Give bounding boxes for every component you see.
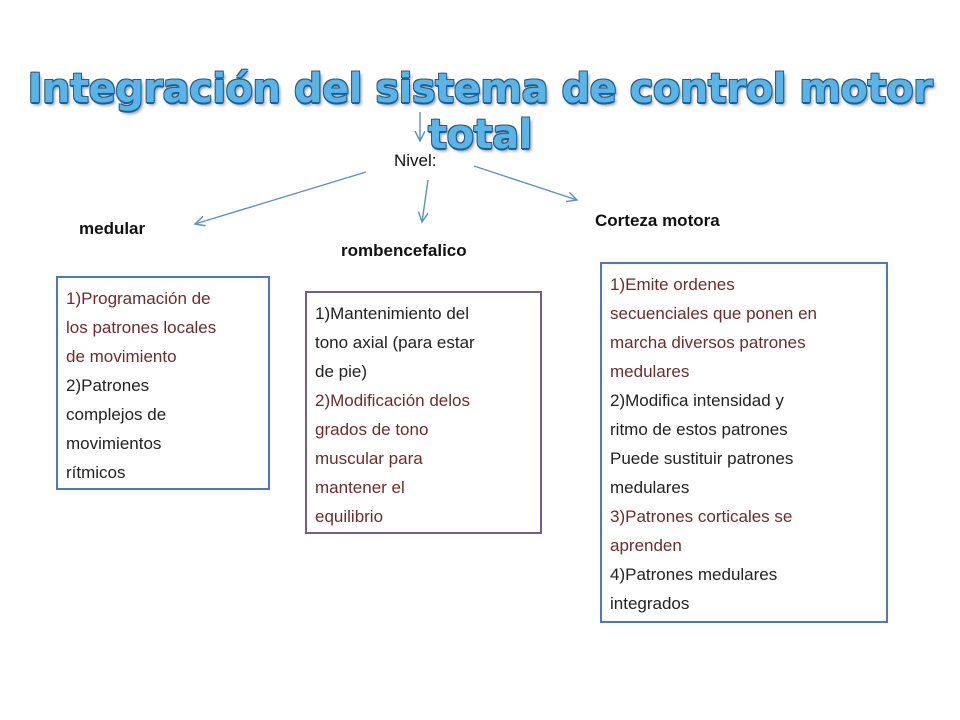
description-line: 1)Mantenimiento del: [315, 304, 470, 323]
level-label-corteza-motora: Corteza motora: [595, 211, 720, 230]
description-line: medulares: [610, 362, 690, 381]
root-to-medular-arrow: [195, 171, 367, 224]
corteza-motora-description-box: 1)Emite ordenes secuenciales que ponen en…: [600, 262, 888, 623]
description-line: los patrones locales: [66, 318, 217, 337]
description-line: tono axial (para estar: [315, 333, 475, 352]
description-line: integrados: [610, 594, 690, 613]
rombencefalico-description-box: 1)Mantenimiento del tono axial (para esta…: [305, 291, 542, 534]
description-line: muscular para: [315, 449, 423, 468]
description-line: movimientos: [66, 434, 162, 453]
description-line: 2)Patrones: [66, 376, 150, 395]
level-label-rombencefalico: rombencefalico: [341, 241, 467, 260]
description-line: mantener el: [315, 478, 405, 497]
description-line: grados de tono: [315, 420, 429, 439]
description-line: 2)Modifica intensidad y: [610, 391, 784, 410]
description-line: 1)Programación de: [66, 289, 211, 308]
description-line: 2)Modificación delos: [315, 391, 470, 410]
description-line: equilibrio: [315, 507, 384, 526]
description-line: rítmicos: [66, 463, 126, 482]
slide-title: Integración del sistema de control motor…: [27, 66, 933, 158]
description-line: marcha diversos patrones: [610, 333, 806, 352]
medular-description-box: 1)Programación de los patrones locales de …: [56, 276, 270, 490]
description-line: 1)Emite ordenes: [610, 275, 735, 294]
description-line: de movimiento: [66, 347, 177, 366]
description-line: ritmo de estos patrones: [610, 420, 788, 439]
root-node-label: Nivel:: [394, 151, 437, 170]
description-line: aprenden: [610, 536, 682, 555]
description-line: medulares: [610, 478, 690, 497]
description-line: de pie): [315, 362, 367, 381]
description-line: 3)Patrones corticales se: [610, 507, 793, 526]
description-line: 4)Patrones medulares: [610, 565, 778, 584]
root-to-corteza-arrow: [473, 165, 577, 200]
description-line: Puede sustituir patrones: [610, 449, 794, 468]
level-label-medular: medular: [79, 219, 146, 238]
description-line: complejos de: [66, 405, 167, 424]
description-line: secuenciales que ponen en: [610, 304, 817, 323]
root-to-rombencefalico-arrow: [422, 179, 429, 222]
